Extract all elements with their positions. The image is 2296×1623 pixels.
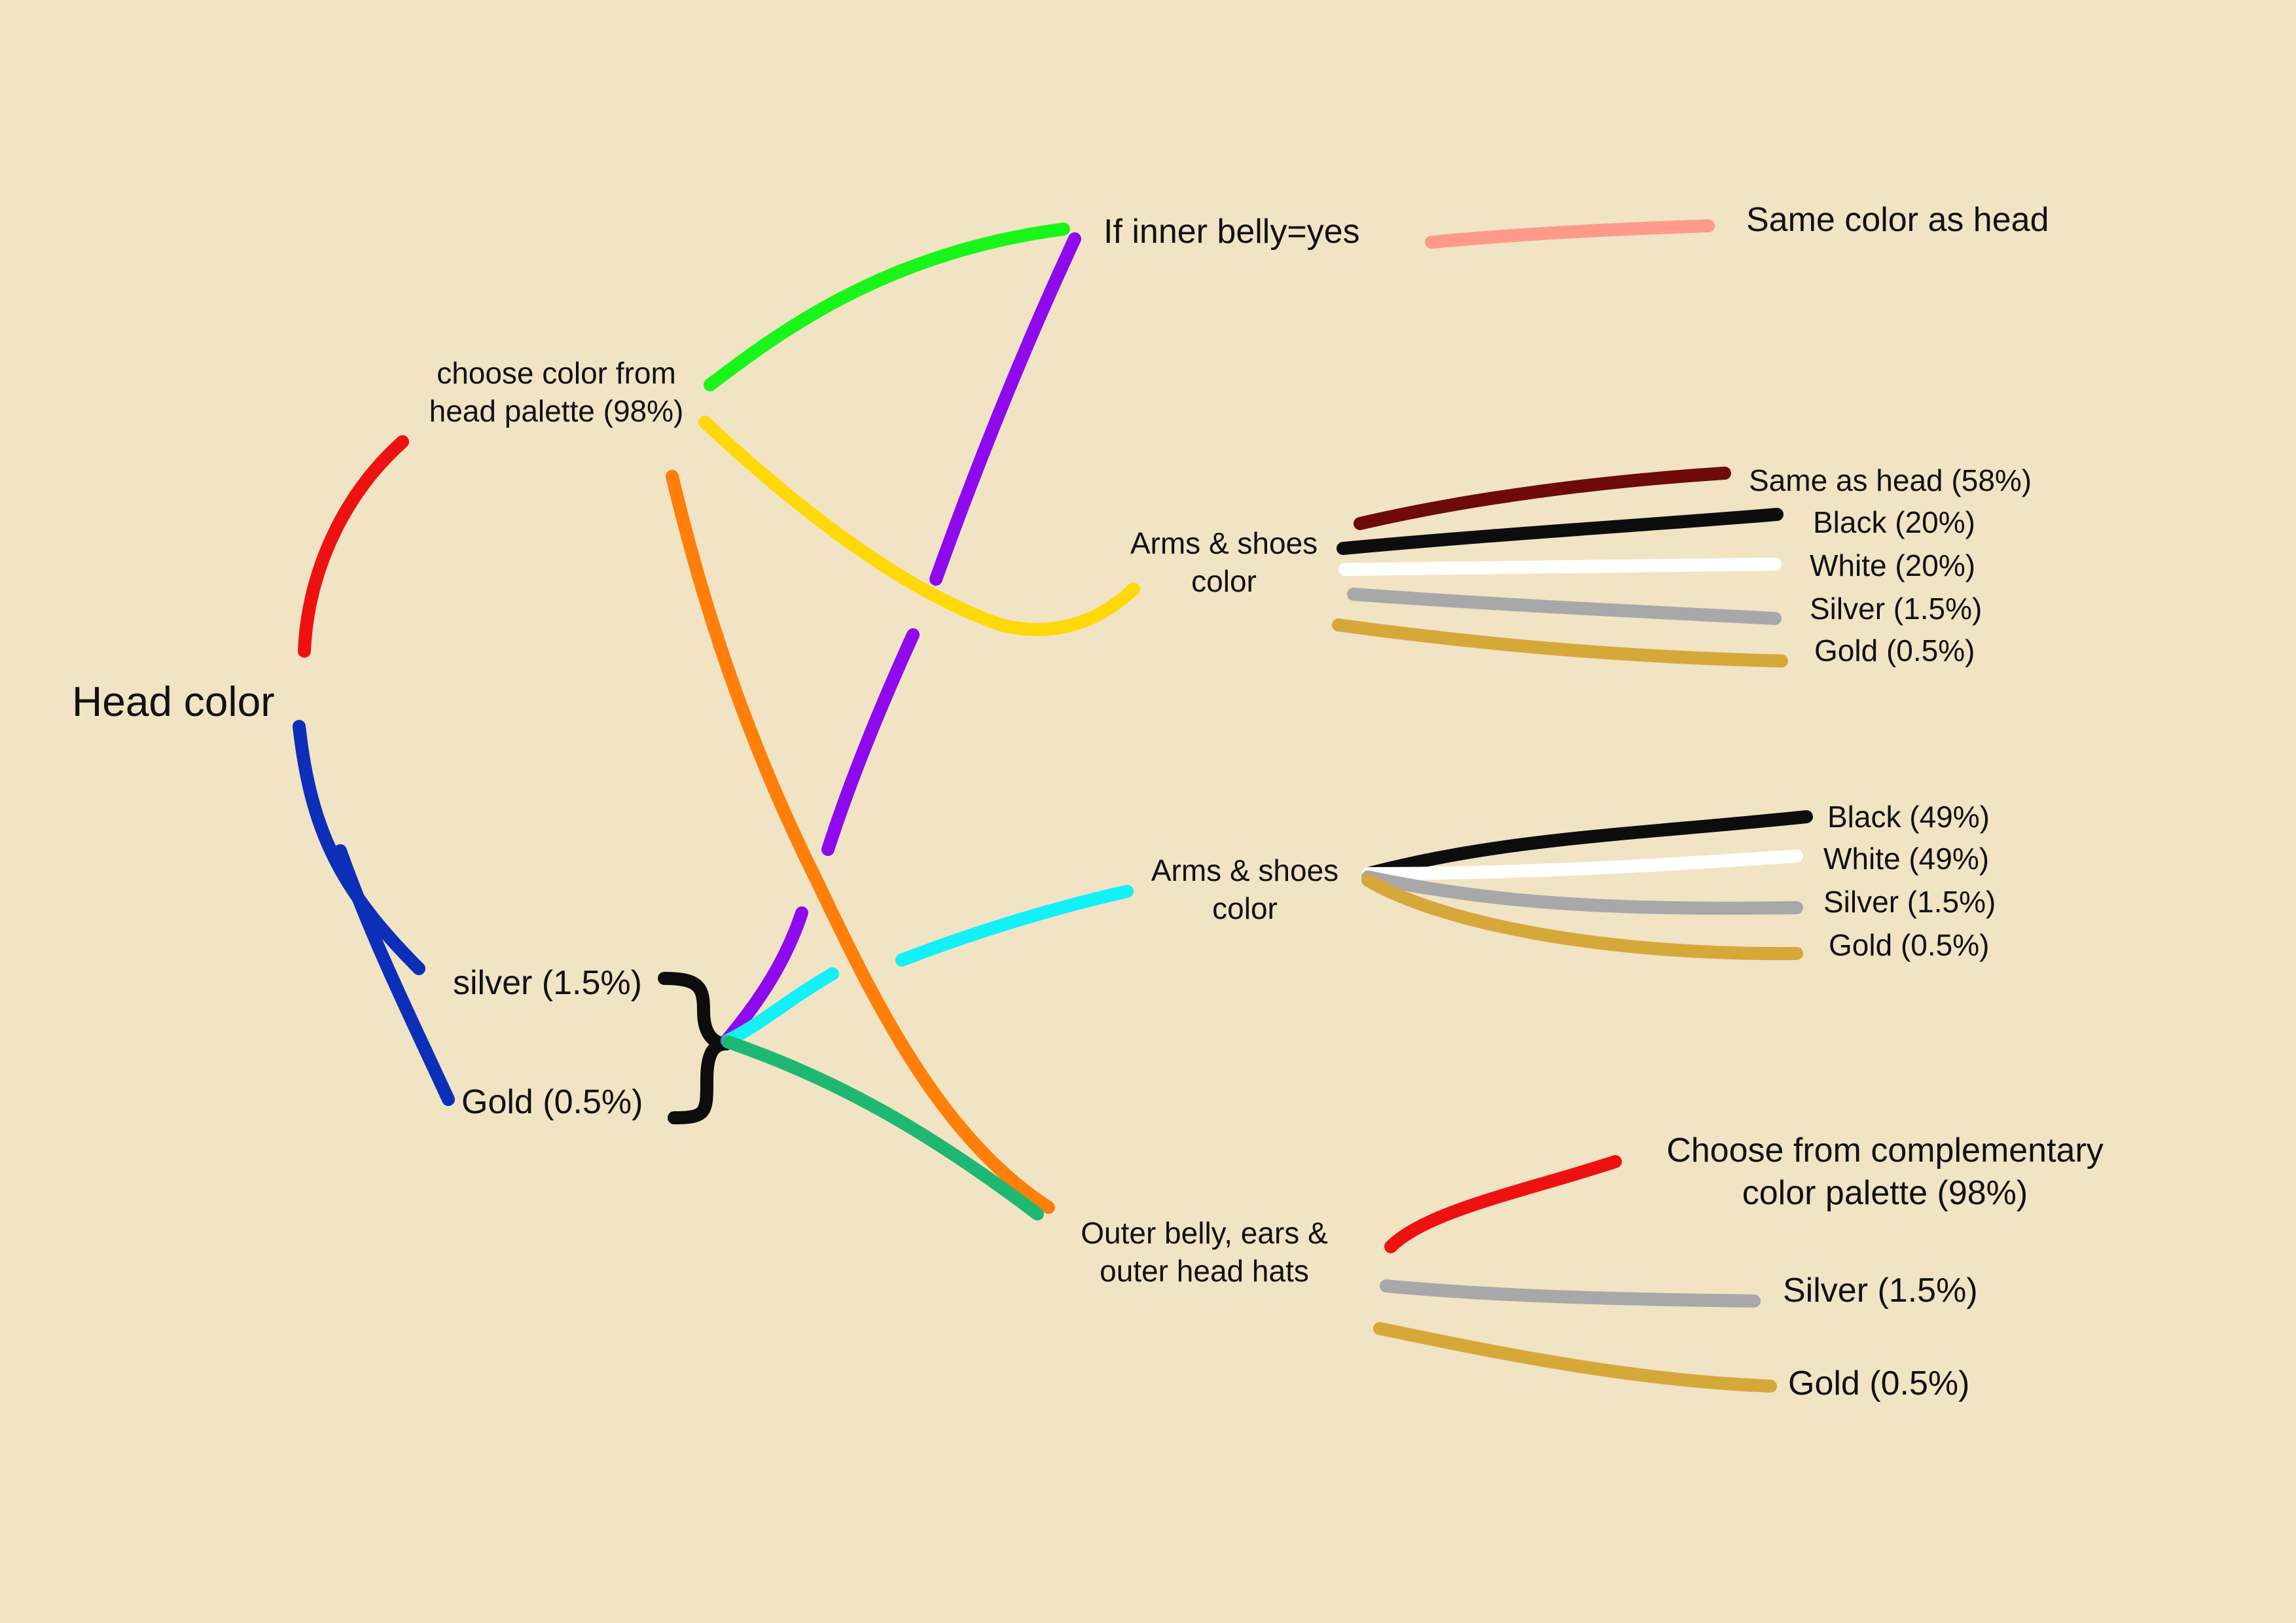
teal-branch-stroke (721, 1035, 1044, 1221)
outer-belly-label: Outer belly, ears & outer head hats (1047, 1215, 1361, 1290)
silver-option-stroke-3 (1380, 1279, 1761, 1308)
gold-option-stroke-3 (1373, 1322, 1777, 1393)
brace-stroke (658, 972, 733, 1124)
arms-shoes-metal-label: Arms & shoes color (1121, 852, 1369, 927)
arms-shoes-palette-label-line2: color (1191, 563, 1257, 598)
purple-branch-stroke-3 (929, 232, 1081, 586)
black-option-stroke (1336, 508, 1784, 555)
outer-belly-option-palette-line1: Choose from complementary (1666, 1132, 2104, 1169)
head-palette-label-line2: head palette (98%) (429, 393, 684, 428)
purple-branch-stroke-2 (821, 628, 920, 856)
outer-belly-option-palette-line2: color palette (98%) (1742, 1174, 2028, 1212)
silver-option-stroke (1347, 588, 1782, 625)
maroon-option-stroke (1354, 467, 1731, 530)
arms-shoes-metal-option-white: White (49%) (1823, 842, 1990, 876)
blue-branch-stroke (293, 720, 425, 975)
arms-shoes-palette-option-black: Black (20%) (1813, 505, 1975, 539)
orange-branch-stroke (666, 470, 1055, 1214)
head-palette-label-line1: choose color from (437, 356, 676, 390)
arms-shoes-palette-label: Arms & shoes color (1100, 525, 1348, 600)
white-option-stroke-2 (1361, 849, 1803, 880)
salmon-option-stroke (1425, 219, 1715, 249)
arms-shoes-palette-label-line1: Arms & shoes (1130, 526, 1318, 560)
outer-belly-option-palette: Choose from complementary color palette … (1636, 1130, 2134, 1215)
arms-shoes-metal-label-line1: Arms & shoes (1151, 853, 1339, 887)
yellow-branch-stroke (698, 416, 1140, 636)
outer-belly-label-line1: Outer belly, ears & (1081, 1216, 1328, 1250)
cyan-branch-stroke-2 (895, 885, 1134, 967)
inner-belly-label: If inner belly=yes (1103, 213, 1360, 251)
gold-option-stroke-2 (1361, 874, 1803, 961)
silver-option-stroke-2 (1361, 870, 1803, 915)
arms-shoes-palette-option-same: Same as head (58%) (1749, 463, 2032, 497)
arms-shoes-metal-option-gold: Gold (0.5%) (1829, 928, 1990, 962)
head-silver-label: silver (1.5%) (453, 964, 642, 1002)
arms-shoes-palette-option-gold: Gold (0.5%) (1814, 633, 1975, 668)
cyan-branch-stroke-1 (721, 967, 839, 1047)
purple-branch-stroke-1 (720, 906, 808, 1047)
white-option-stroke (1338, 558, 1782, 576)
root-label: Head color (72, 678, 275, 725)
head-palette-label: choose color from head palette (98%) (419, 355, 694, 430)
gold-option-stroke (1332, 618, 1788, 668)
outer-belly-label-line2: outer head hats (1100, 1253, 1309, 1288)
head-gold-label: Gold (0.5%) (461, 1083, 643, 1121)
red-option-stroke (1384, 1155, 1622, 1253)
blue-branch-stroke-2 (334, 844, 455, 1106)
arms-shoes-metal-label-line2: color (1212, 891, 1278, 925)
outer-belly-option-silver: Silver (1.5%) (1783, 1272, 1978, 1310)
red-branch-stroke (298, 435, 409, 658)
arms-shoes-palette-option-silver: Silver (1.5%) (1810, 592, 1982, 626)
arms-shoes-palette-option-white: White (20%) (1810, 548, 1976, 582)
outer-belly-option-gold: Gold (0.5%) (1788, 1364, 1970, 1402)
green-branch-stroke (704, 223, 1070, 391)
inner-belly-option: Same color as head (1746, 201, 2049, 239)
arms-shoes-metal-option-silver: Silver (1.5%) (1823, 885, 1996, 919)
arms-shoes-metal-option-black: Black (49%) (1827, 800, 1990, 834)
black-option-stroke-2 (1361, 810, 1813, 880)
